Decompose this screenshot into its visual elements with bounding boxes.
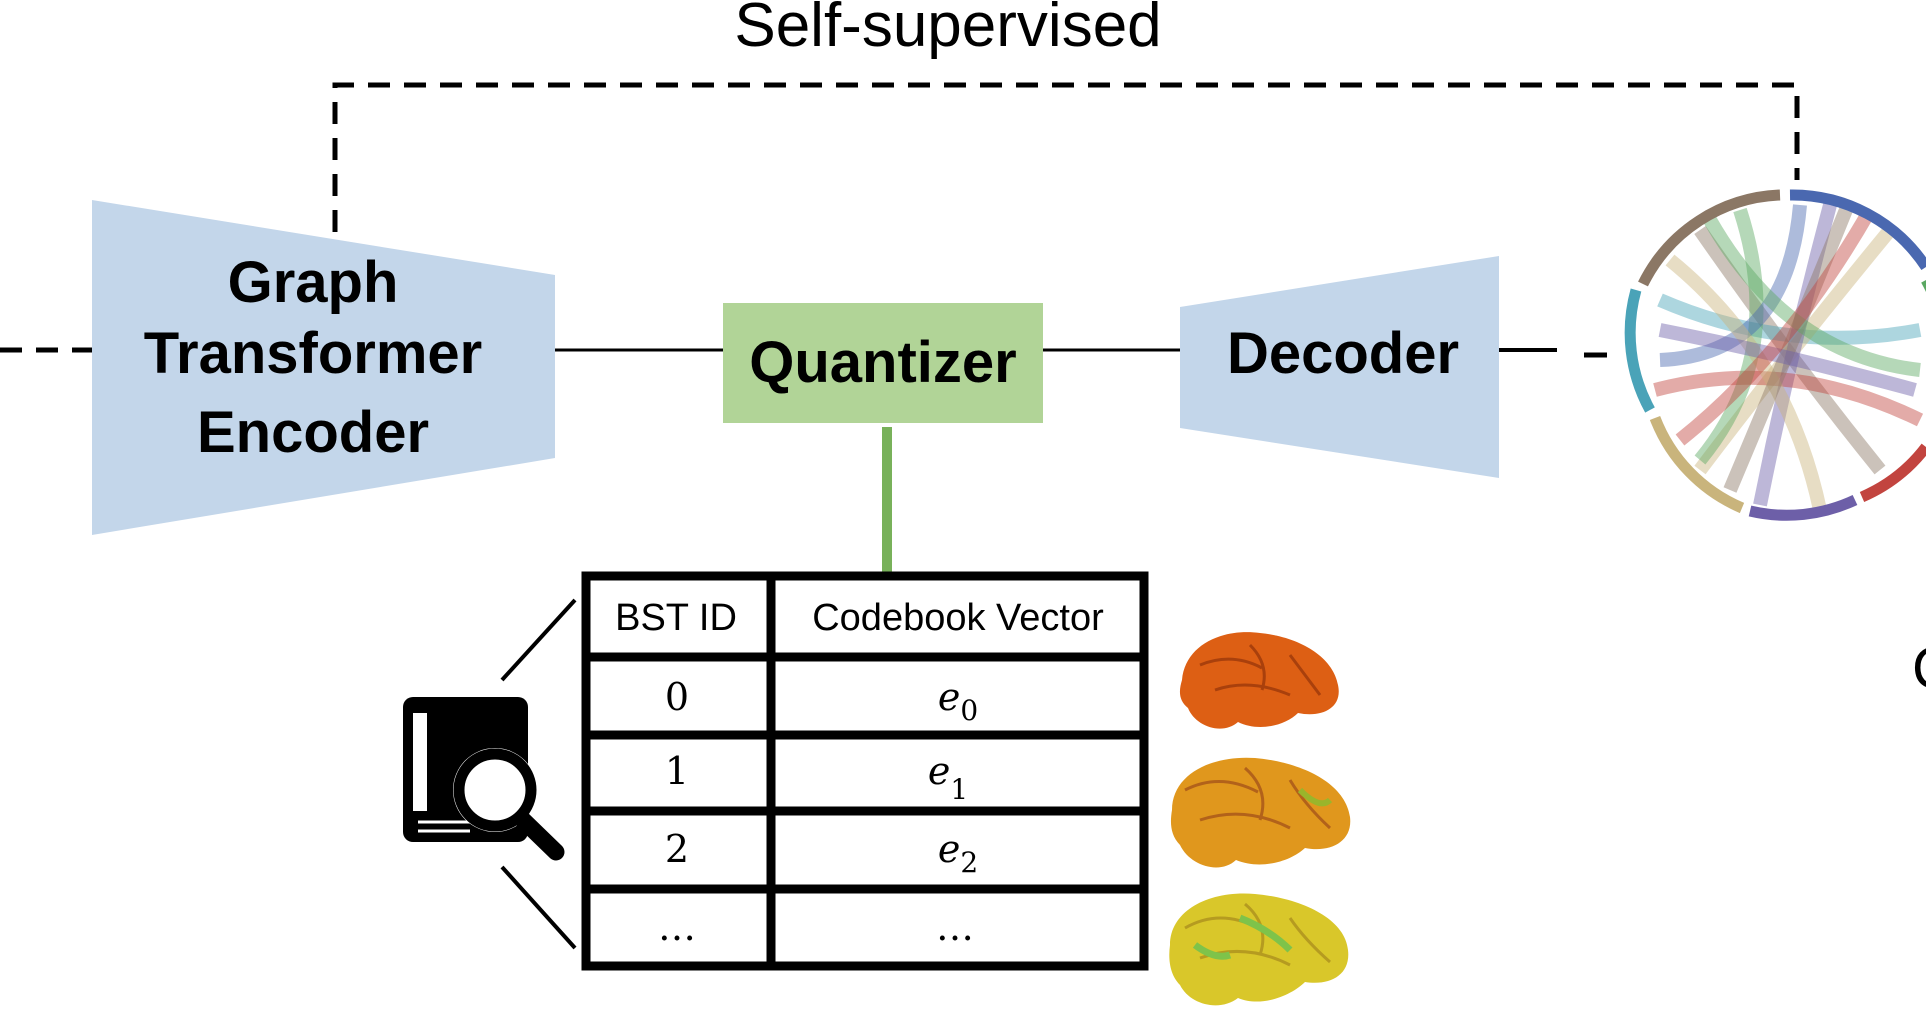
right-edge-glyph: C — [1912, 636, 1926, 701]
encoder-label-line3: Encoder — [197, 400, 429, 465]
decoder-label: Decoder — [1227, 321, 1459, 386]
graph-transformer-encoder: Graph Transformer Encoder — [92, 200, 555, 535]
book-search-icon — [403, 697, 565, 861]
header-codebook-vector: Codebook Vector — [812, 597, 1104, 639]
quantizer-label: Quantizer — [749, 330, 1017, 395]
row-vec-1: e1 — [928, 749, 968, 806]
row-id-ellipsis: … — [658, 905, 696, 949]
zoom-line-top — [500, 598, 577, 682]
codebook-table: BST ID Codebook Vector 0 e0 1 e1 2 e2 … … — [581, 571, 1149, 971]
zoom-line-bottom — [500, 865, 577, 950]
header-bst-id: BST ID — [615, 597, 737, 639]
encoder-label-line1: Graph — [228, 250, 399, 315]
row-vec-0: e0 — [938, 675, 978, 727]
encoder-label-line2: Transformer — [144, 321, 482, 386]
self-supervised-label: Self-supervised — [734, 0, 1161, 60]
brain-map-orange-yellow — [1170, 757, 1351, 868]
chord-diagram — [1624, 189, 1926, 521]
row-id-2: 2 — [665, 827, 689, 871]
self-supervised-loop — [332, 82, 1800, 232]
row-vec-ellipsis: … — [936, 905, 974, 949]
brain-map-orange — [1179, 632, 1339, 729]
brain-map-yellow-green — [1169, 893, 1349, 1006]
quantizer-block: Quantizer — [723, 303, 1043, 423]
row-vec-2: e2 — [938, 827, 978, 879]
row-id-1: 1 — [665, 749, 689, 793]
row-id-0: 0 — [665, 675, 689, 719]
decoder-block: Decoder — [1180, 256, 1499, 478]
